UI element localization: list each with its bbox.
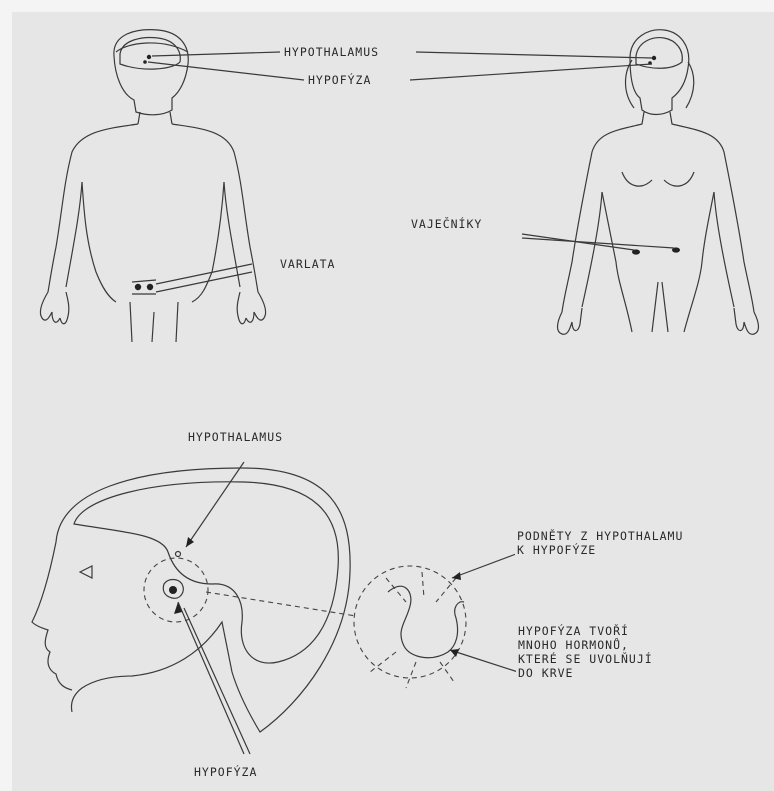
female-figure bbox=[558, 30, 759, 335]
label-podnety: PODNĚTY Z HYPOTHALAMU K HYPOFÝZE bbox=[515, 529, 685, 557]
label-hypofyza-bottom: HYPOFÝZA bbox=[192, 765, 259, 779]
label-hypofyza-tvori: HYPOFÝZA TVOŘÍ MNOHO HORMONŮ, KTERÉ SE U… bbox=[516, 624, 655, 680]
pituitary-enlarged bbox=[354, 554, 518, 688]
male-figure bbox=[40, 30, 265, 342]
label-vajecniky: VAJEČNÍKY bbox=[409, 217, 484, 231]
diagram-canvas: HYPOTHALAMUS HYPOFÝZA VARLATA VAJEČNÍKY … bbox=[12, 12, 774, 791]
top-leader-lines bbox=[148, 52, 674, 292]
label-hypothalamus-top: HYPOTHALAMUS bbox=[282, 45, 381, 59]
label-hypothalamus-bottom: HYPOTHALAMUS bbox=[186, 430, 285, 444]
label-hypofyza-top: HYPOFÝZA bbox=[306, 73, 373, 87]
label-varlata: VARLATA bbox=[278, 257, 337, 271]
illustration bbox=[12, 12, 774, 791]
head-section bbox=[32, 462, 356, 754]
